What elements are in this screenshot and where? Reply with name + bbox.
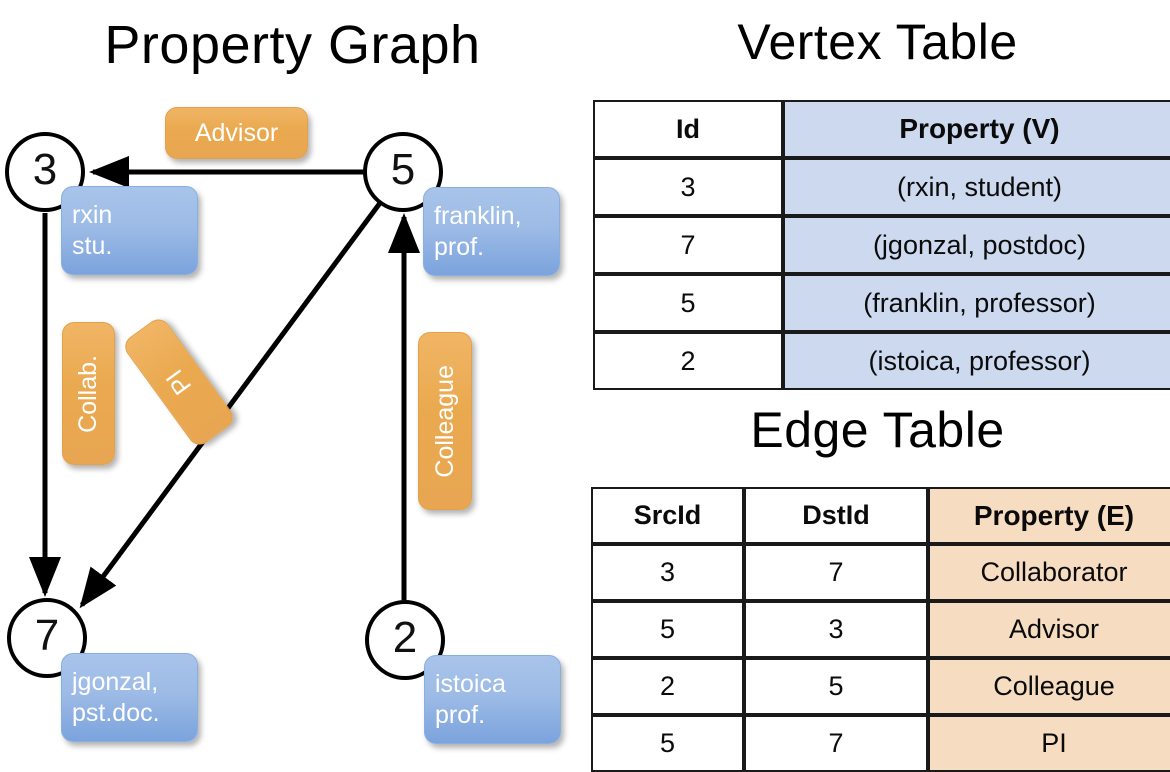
vertex-property-7-line1: jgonzal,	[72, 667, 159, 696]
vertex-table-header-row: Id Property (V)	[593, 100, 1170, 158]
table-row: 5 7 PI	[591, 715, 1170, 772]
table-row: 5 (franklin, professor)	[593, 274, 1170, 332]
page-title-property-graph: Property Graph	[104, 15, 481, 75]
edge-label-advisor: Advisor	[194, 118, 279, 147]
table-row: 7 (jgonzal, postdoc)	[593, 216, 1170, 274]
edge-label-colleague: Colleague	[430, 364, 459, 478]
graph-node-7-label: 7	[34, 611, 60, 660]
vertex-property-box-2: istoica prof.	[424, 655, 561, 744]
vertex-property-7-line2: pst.doc.	[72, 698, 160, 727]
vertex-table-header-property: Property (V)	[783, 100, 1170, 158]
graph-edges-svg	[29, 156, 420, 609]
edge-table-header-property: Property (E)	[928, 487, 1170, 544]
vertex-cell-property: (rxin, student)	[783, 158, 1170, 216]
vertex-cell-property: (franklin, professor)	[783, 274, 1170, 332]
table-row: 5 3 Advisor	[591, 601, 1170, 658]
vertex-property-3-line2: stu.	[72, 231, 113, 260]
edge-cell-property: PI	[928, 715, 1170, 772]
graph-node-5-label: 5	[390, 145, 416, 194]
edge-label-pi: PI	[160, 364, 197, 401]
vertex-property-box-5: franklin, prof.	[423, 187, 560, 276]
vertex-cell-property: (istoica, professor)	[783, 332, 1170, 390]
vertex-property-2-line2: prof.	[435, 700, 486, 729]
vertex-cell-id: 7	[593, 216, 783, 274]
edge-label-box-advisor: Advisor	[165, 107, 308, 159]
vertex-table-header-id: Id	[593, 100, 783, 158]
graph-node-3-label: 3	[32, 145, 58, 194]
edge-cell-property: Advisor	[928, 601, 1170, 658]
vertex-property-5-line1: franklin,	[434, 201, 522, 230]
edge-cell-srcid: 5	[591, 601, 744, 658]
table-row: 3 7 Collaborator	[591, 544, 1170, 601]
edge-table: SrcId DstId Property (E) 3 7 Collaborato…	[591, 487, 1170, 772]
vertex-cell-property: (jgonzal, postdoc)	[783, 216, 1170, 274]
vertex-property-5-line2: prof.	[434, 232, 485, 261]
edge-cell-dstid: 7	[744, 544, 928, 601]
edge-cell-dstid: 5	[744, 658, 928, 715]
edge-table-header-dstid: DstId	[744, 487, 928, 544]
table-row: 2 (istoica, professor)	[593, 332, 1170, 390]
vertex-cell-id: 3	[593, 158, 783, 216]
graph-node-5[interactable]: 5	[363, 132, 443, 212]
edge-label-box-colleague: Colleague	[418, 332, 472, 510]
table-row: 2 5 Colleague	[591, 658, 1170, 715]
edge-cell-srcid: 2	[591, 658, 744, 715]
edge-cell-srcid: 5	[591, 715, 744, 772]
property-graph-diagram: 3 5 7 2 rxin stu. franklin, prof. jgonza…	[0, 0, 585, 760]
vertex-cell-id: 2	[593, 332, 783, 390]
edge-cell-srcid: 3	[591, 544, 744, 601]
edge-cell-dstid: 3	[744, 601, 928, 658]
page-title-edge-table: Edge Table	[750, 402, 1005, 458]
edge-table-header-srcid: SrcId	[591, 487, 744, 544]
edge-table-header-row: SrcId DstId Property (E)	[591, 487, 1170, 544]
edge-cell-property: Colleague	[928, 658, 1170, 715]
page-title-vertex-table: Vertex Table	[737, 14, 1018, 70]
edge-5-to-7-pi	[79, 201, 383, 609]
edge-label-collab: Collab.	[74, 354, 102, 433]
edge-cell-property: Collaborator	[928, 544, 1170, 601]
vertex-property-box-7: jgonzal, pst.doc.	[61, 653, 198, 742]
graph-node-2-label: 2	[392, 613, 418, 662]
vertex-table: Id Property (V) 3 (rxin, student) 7 (jgo…	[593, 100, 1170, 390]
edge-label-box-collab: Collab.	[62, 322, 115, 465]
vertex-property-2-line1: istoica	[435, 669, 506, 698]
graph-node-2[interactable]: 2	[365, 600, 445, 680]
table-row: 3 (rxin, student)	[593, 158, 1170, 216]
vertex-property-box-3: rxin stu.	[61, 186, 198, 275]
vertex-cell-id: 5	[593, 274, 783, 332]
edge-cell-dstid: 7	[744, 715, 928, 772]
vertex-property-3-line1: rxin	[72, 200, 113, 229]
